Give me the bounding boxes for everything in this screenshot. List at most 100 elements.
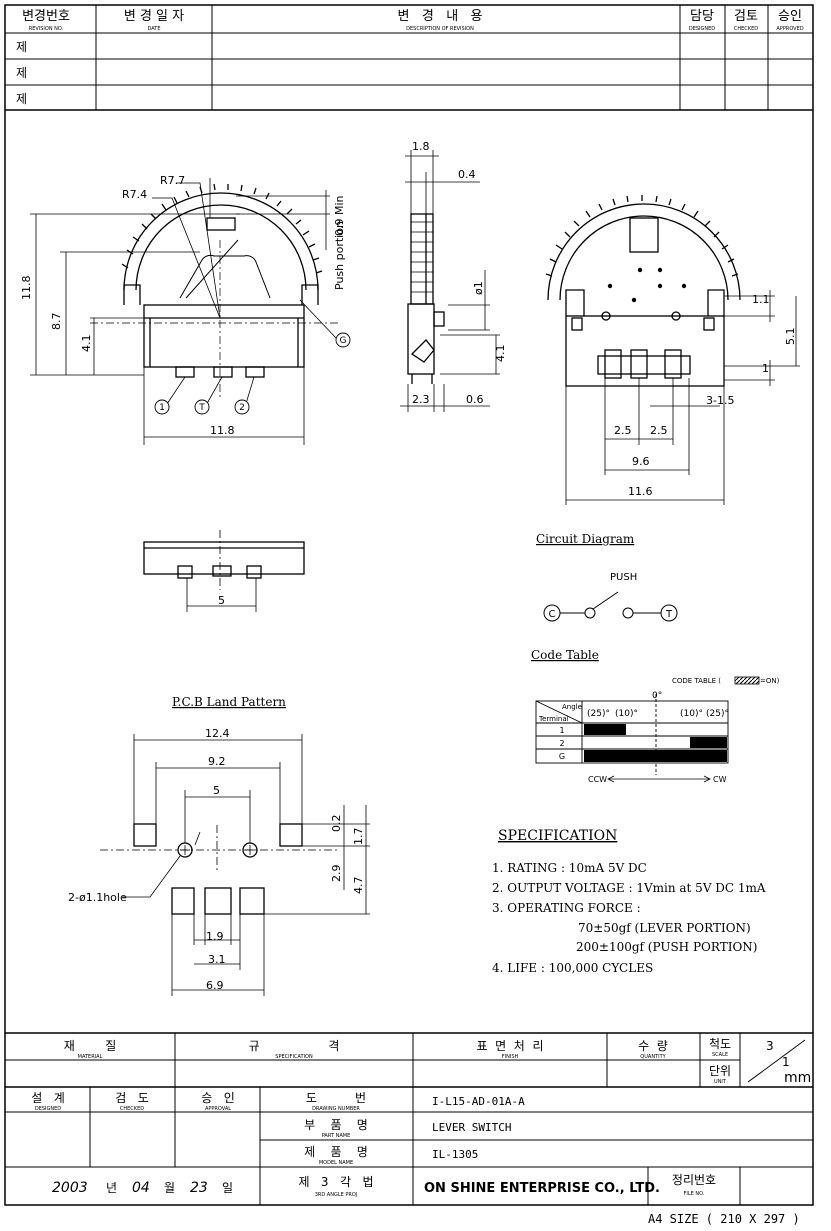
tb-qty-kr: 수 량 bbox=[638, 1039, 668, 1053]
tb-model-en: MODEL NAME bbox=[319, 1160, 353, 1166]
spec-title: SPECIFICATION bbox=[498, 828, 617, 844]
front-dim-text: R7.7 R7.4 11.8 8.7 4.1 11.8 0.9 Min Push… bbox=[20, 174, 346, 437]
rear-dimensions bbox=[565, 290, 800, 505]
tb-fileno-en: FILE NO. bbox=[684, 1191, 705, 1197]
pcb-dim-0-2: 0.2 bbox=[330, 815, 343, 833]
terminal-g-label: G bbox=[340, 336, 347, 346]
tb-unit-en: UNIT bbox=[714, 1079, 727, 1085]
spec-line-output-voltage: 2. OUTPUT VOLTAGE : 1Vmin at 5V DC 1mA bbox=[492, 881, 766, 895]
tb-material-kr: 재 질 bbox=[64, 1039, 117, 1053]
tb-drawno-value: I-L15-AD-01A-A bbox=[432, 1095, 525, 1108]
pcb-hole-callout: 2-ø1.1hole bbox=[68, 891, 127, 904]
front-view bbox=[121, 183, 323, 378]
pcb-dim-9-2: 9.2 bbox=[208, 755, 226, 768]
rev-date-kr: 변 경 일 자 bbox=[124, 9, 184, 24]
rev-approved-kr: 승인 bbox=[778, 9, 802, 24]
tb-partname-value: LEVER SWITCH bbox=[432, 1121, 511, 1134]
dim-2-3: 2.3 bbox=[412, 393, 430, 406]
circuit-diagram bbox=[543, 591, 678, 622]
dim-phi1: ø1 bbox=[472, 281, 485, 295]
code-row-2: 2 bbox=[559, 739, 564, 748]
code-col-25-cw: (25)° bbox=[706, 709, 729, 719]
circuit-t-label: T bbox=[665, 609, 673, 620]
spec-lines: 1. RATING : 10mA 5V DC 2. OUTPUT VOLTAGE… bbox=[492, 861, 766, 975]
dim-r74: R7.4 bbox=[122, 188, 147, 201]
tb-qty-en: QUANTITY bbox=[640, 1054, 666, 1060]
pcb-dim-2-9: 2.9 bbox=[330, 865, 343, 883]
rev-no-en: REVISION NO. bbox=[29, 26, 64, 32]
spec-line-operating-force: 3. OPERATING FORCE : bbox=[492, 901, 641, 915]
tb-projection-en: 3RD ANGLE PROJ bbox=[315, 1192, 358, 1198]
tb-date-month: 04 bbox=[132, 1180, 150, 1196]
dim-2-5-b: 2.5 bbox=[650, 424, 668, 437]
dim-8-7: 8.7 bbox=[50, 313, 63, 331]
dim-0-6: 0.6 bbox=[466, 393, 484, 406]
tb-designed-kr: 설 계 bbox=[31, 1091, 65, 1105]
rev-row-label: 제 bbox=[16, 66, 27, 80]
tb-date-day-unit: 일 bbox=[222, 1181, 233, 1195]
circuit-title: Circuit Diagram bbox=[536, 532, 635, 546]
dim-4-1-side: 4.1 bbox=[494, 345, 507, 363]
spec-line-push-force: 200±100gf (PUSH PORTION) bbox=[576, 940, 757, 954]
rear-view bbox=[545, 195, 741, 387]
tb-partname-kr: 부 품 명 bbox=[304, 1118, 368, 1132]
rev-date-en: DATE bbox=[147, 26, 160, 32]
revision-table bbox=[5, 5, 813, 111]
tb-spec-kr: 규 격 bbox=[249, 1039, 340, 1053]
code-zero-angle: 0° bbox=[652, 691, 662, 701]
tb-unit-kr: 단위 bbox=[709, 1064, 731, 1078]
rev-no-kr: 변경번호 bbox=[22, 9, 70, 24]
dim-1-8: 1.8 bbox=[412, 140, 430, 153]
tb-date-day: 23 bbox=[190, 1180, 208, 1196]
code-cw-label: CW bbox=[713, 775, 727, 784]
code-table-on-bars bbox=[584, 724, 727, 762]
tb-projection-kr: 제 3 각 법 bbox=[298, 1175, 373, 1189]
dim-2-5-a: 2.5 bbox=[614, 424, 632, 437]
code-angle-label: Angle bbox=[562, 703, 582, 711]
sheet-border bbox=[4, 4, 814, 1206]
dim-3-1-5: 3-1.5 bbox=[706, 394, 734, 407]
tb-material-en: MATERIAL bbox=[78, 1054, 103, 1060]
rev-row-label: 제 bbox=[16, 92, 27, 106]
pcb-dim-6-9: 6.9 bbox=[206, 979, 224, 992]
code-table-arrows bbox=[607, 775, 711, 783]
tb-drawno-kr: 도 번 bbox=[306, 1091, 366, 1105]
pcb-dim-4-7: 4.7 bbox=[352, 877, 365, 895]
code-table-legend-end: =ON) bbox=[760, 677, 780, 685]
code-table-title: Code Table bbox=[531, 648, 599, 662]
terminal-1-label: 1 bbox=[159, 403, 165, 413]
code-row-g: G bbox=[559, 752, 565, 761]
rev-designed-en: DESIGNED bbox=[689, 26, 715, 32]
tb-drawno-en: DRAWING NUMBER bbox=[312, 1106, 360, 1112]
dim-4-1: 4.1 bbox=[80, 335, 93, 353]
tb-finish-kr: 표 면 처 리 bbox=[476, 1039, 543, 1053]
spec-line-rating: 1. RATING : 10mA 5V DC bbox=[492, 861, 647, 875]
dim-5-bottom: 5 bbox=[218, 594, 225, 607]
dim-9-6: 9.6 bbox=[632, 455, 650, 468]
dim-0-9-min: 0.9 Min bbox=[333, 195, 346, 236]
title-block bbox=[5, 1032, 813, 1205]
code-col-25-ccw: (25)° bbox=[587, 709, 610, 719]
spec-line-life: 4. LIFE : 100,000 CYCLES bbox=[492, 961, 653, 975]
terminal-t-label: T bbox=[198, 403, 205, 413]
circuit-c-label: C bbox=[549, 609, 556, 620]
tb-designed-en: DESIGNED bbox=[35, 1106, 61, 1112]
pcb-dim-3-1: 3.1 bbox=[208, 953, 226, 966]
code-table-legend: CODE TABLE ( bbox=[672, 677, 721, 685]
tb-company-name: ON SHINE ENTERPRISE CO., LTD. bbox=[424, 1181, 660, 1196]
rear-dots bbox=[607, 267, 687, 303]
tb-scale-denominator: 1 bbox=[782, 1055, 790, 1069]
pcb-dim-1-9: 1.9 bbox=[206, 930, 224, 943]
tb-date-month-unit: 월 bbox=[164, 1181, 175, 1195]
tb-model-kr: 제 품 명 bbox=[304, 1145, 368, 1159]
code-col-10-cw: (10)° bbox=[680, 709, 703, 719]
bottom-view bbox=[143, 541, 305, 579]
paper-size-label: A4 SIZE ( 210 X 297 ) bbox=[648, 1212, 800, 1226]
tb-checked-en: CHECKED bbox=[120, 1106, 144, 1112]
code-col-10-ccw: (10)° bbox=[615, 709, 638, 719]
dim-r77: R7.7 bbox=[160, 174, 185, 187]
tb-model-value: IL-1305 bbox=[432, 1148, 478, 1161]
tb-scale-kr: 척도 bbox=[709, 1037, 731, 1051]
tb-approval-kr: 승 인 bbox=[201, 1091, 235, 1105]
